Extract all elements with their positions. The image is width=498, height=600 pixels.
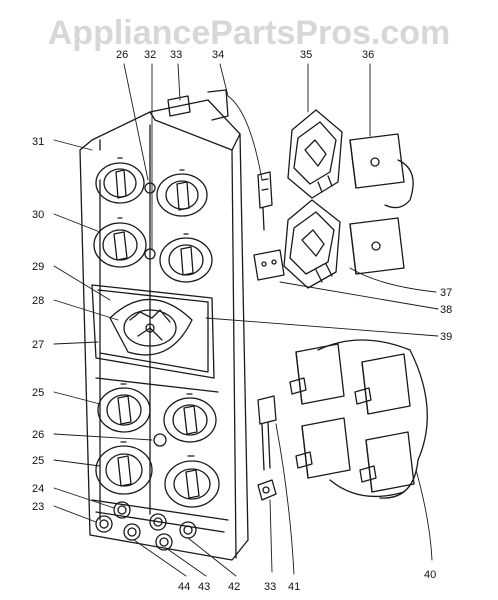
part-labels: 26 32 33 34 35 36 31 30 29 28 27 25 26 2… (32, 49, 452, 593)
lower-right-knob-1[interactable] (163, 393, 217, 443)
upper-left-knob-1[interactable] (95, 157, 145, 204)
infinite-switch (287, 109, 343, 199)
lower-left-knob-1[interactable] (97, 383, 151, 433)
part-label-36: 36 (362, 49, 374, 61)
switch-bracket-upper (257, 171, 273, 231)
part-label-37: 37 (440, 287, 452, 299)
side-switch (257, 395, 277, 471)
element-switch (354, 353, 411, 415)
element-switch (359, 431, 415, 493)
switch-box (349, 133, 414, 209)
part-label-44: 44 (178, 581, 190, 593)
indicator-light (144, 248, 156, 260)
watermark: AppliancePartsPros.com (47, 14, 451, 52)
element-switch (289, 343, 345, 405)
part-label-27: 27 (32, 339, 44, 351)
lower-left-knob-2[interactable] (95, 441, 153, 495)
mounting-clip (257, 479, 277, 501)
push-buttons[interactable] (95, 501, 197, 551)
part-label-33: 33 (264, 581, 276, 593)
switch-box (349, 217, 405, 275)
clock-timer[interactable] (109, 298, 193, 356)
part-label-34: 34 (212, 49, 224, 61)
indicator-light (144, 182, 156, 194)
indicator-light (153, 433, 167, 447)
infinite-switch (283, 199, 341, 289)
upper-left-knob-2[interactable] (93, 217, 147, 268)
part-label-33: 33 (170, 49, 182, 61)
part-label-40: 40 (424, 569, 436, 581)
part-label-41: 41 (288, 581, 300, 593)
part-label-23: 23 (32, 501, 44, 513)
part-label-42: 42 (228, 581, 240, 593)
leader-lines (53, 63, 439, 577)
part-label-30: 30 (32, 209, 44, 221)
part-label-32: 32 (144, 49, 156, 61)
part-label-39: 39 (440, 331, 452, 343)
part-label-31: 31 (32, 136, 44, 148)
top-bracket (167, 89, 229, 121)
part-label-29: 29 (32, 261, 44, 273)
switch-wiring (317, 339, 428, 499)
element-switch (295, 417, 351, 479)
part-label-28: 28 (32, 295, 44, 307)
lower-right-knob-2[interactable] (164, 455, 220, 508)
upper-right-knob-2[interactable] (159, 233, 213, 283)
control-panel (79, 99, 249, 561)
terminal-block (253, 249, 285, 281)
switch-wiring (329, 479, 405, 498)
part-label-24: 24 (32, 483, 44, 495)
part-label-26: 26 (116, 49, 128, 61)
part-label-43: 43 (198, 581, 210, 593)
upper-right-knob-1[interactable] (156, 169, 208, 217)
part-label-26: 26 (32, 429, 44, 441)
part-label-38: 38 (440, 304, 452, 316)
part-label-25: 25 (32, 387, 44, 399)
part-label-35: 35 (300, 49, 312, 61)
part-label-25: 25 (32, 455, 44, 467)
